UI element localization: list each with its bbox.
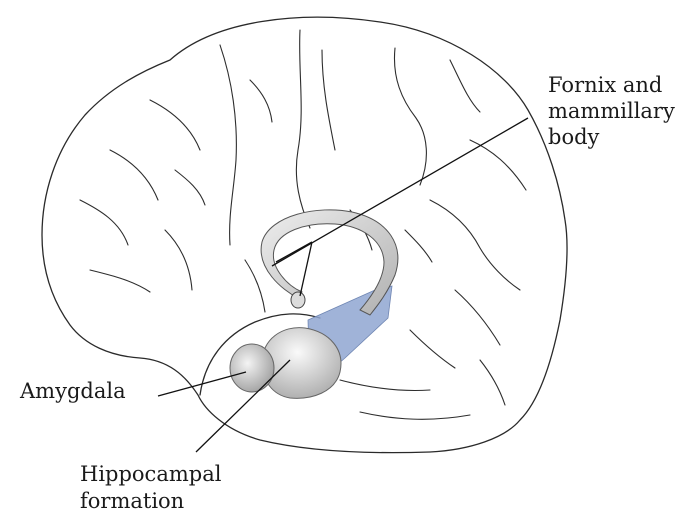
fornix-label-line1: Fornix and [548, 74, 662, 97]
amygdala [230, 344, 274, 392]
hippocampal-label-line1: Hippocampal [80, 463, 221, 486]
fornix-label-line2: mammillary [548, 100, 675, 123]
hippocampal-label-line2: formation [80, 490, 184, 513]
fornix-label-line3: body [548, 126, 599, 149]
leader-lines [158, 118, 528, 452]
fornix [261, 210, 398, 315]
amygdala-label: Amygdala [20, 380, 126, 403]
mammillary-body [291, 292, 305, 308]
